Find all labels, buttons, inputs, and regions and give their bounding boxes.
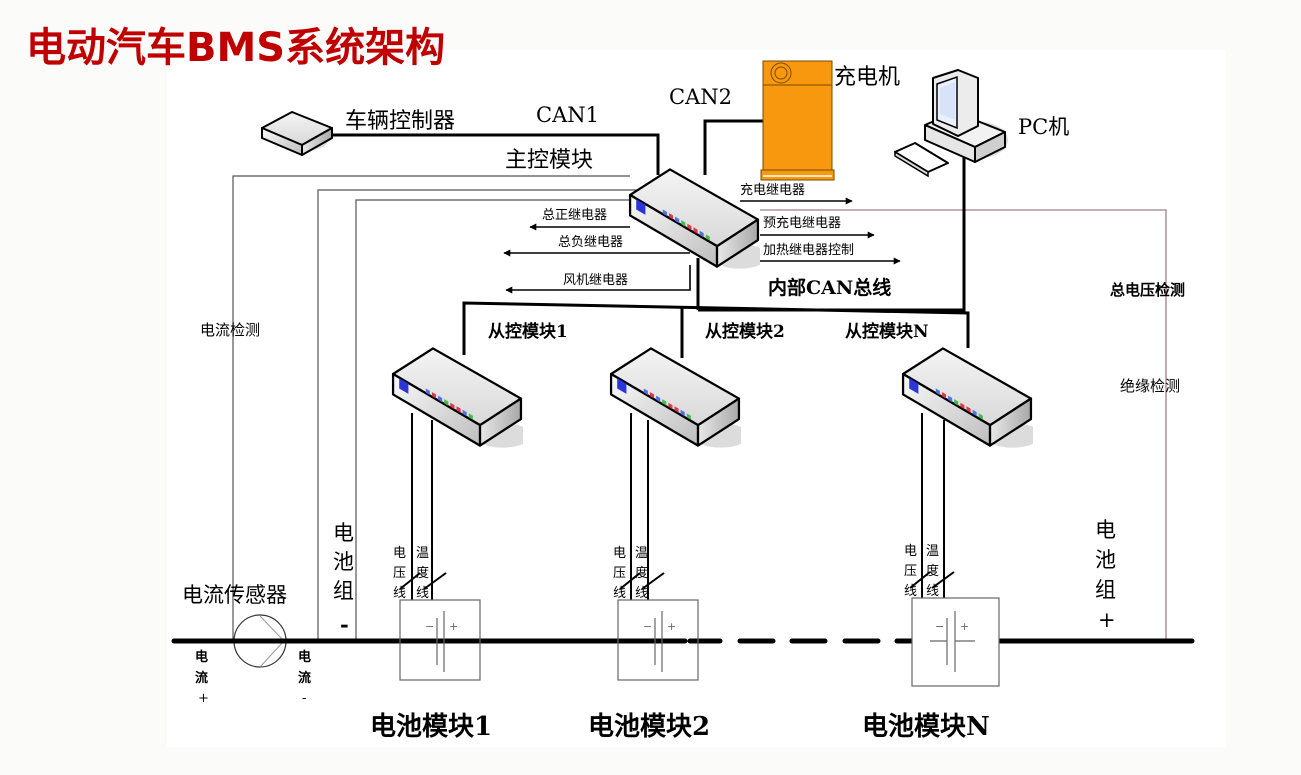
voltage-line-label-1: 电 压 线	[393, 546, 406, 601]
svg-text:线: 线	[416, 586, 429, 601]
battery-module-1-label: 电池模块1	[370, 712, 492, 742]
svg-text:电: 电	[333, 521, 354, 545]
svg-text:组: 组	[333, 579, 354, 603]
svg-text:电: 电	[1095, 518, 1116, 542]
current-minus-label: 电 流 -	[298, 649, 311, 706]
relay-label-total-positive: 总正继电器	[542, 208, 607, 223]
svg-text:压: 压	[613, 566, 626, 581]
pc-label: PC机	[1018, 115, 1069, 139]
svg-text:电: 电	[904, 544, 917, 559]
page-title: 电动汽车BMS系统架构	[26, 25, 446, 71]
svg-text:温: 温	[416, 546, 429, 561]
svg-text:线: 线	[904, 584, 917, 599]
svg-text:线: 线	[926, 584, 939, 599]
svg-text:线: 线	[635, 586, 648, 601]
relay-label-charge: 充电继电器	[740, 182, 805, 198]
svg-text:-: -	[340, 612, 349, 637]
svg-text:组: 组	[1095, 578, 1116, 602]
svg-text:线: 线	[393, 586, 406, 601]
svg-text:流: 流	[195, 670, 208, 686]
slave-module-n-label: 从控模块N	[845, 321, 929, 342]
cell-minus: −	[935, 620, 944, 633]
relay-arrow-fan	[505, 265, 691, 294]
svg-text:流: 流	[298, 670, 311, 686]
temp-line-label-n: 温 度 线	[926, 544, 939, 599]
charger-icon	[760, 60, 835, 181]
relay-label-heating: 加热继电器控制	[763, 243, 854, 258]
cell-minus: −	[425, 620, 434, 633]
can2-line	[703, 119, 763, 175]
slave-bus	[462, 301, 970, 355]
battery-module-1	[399, 599, 481, 681]
slave-module-1-label: 从控模块1	[488, 321, 568, 342]
can1-label: CAN1	[536, 103, 599, 127]
pack-negative-wire-outer	[317, 189, 640, 640]
svg-text:电: 电	[613, 546, 626, 561]
slave-module-1-icon	[391, 347, 523, 449]
can1-line	[320, 133, 660, 175]
svg-text:池: 池	[333, 550, 354, 574]
total-voltage-detect-label: 总电压检测	[1110, 281, 1185, 299]
slave-module-2-label: 从控模块2	[705, 321, 785, 342]
battery-module-2-label: 电池模块2	[588, 712, 710, 742]
battery-module-2	[617, 599, 699, 681]
internal-can-label: 内部CAN总线	[768, 276, 891, 299]
pack-negative-label: 电 池 组 -	[333, 521, 354, 637]
battery-module-n	[911, 597, 1000, 687]
vehicle-controller-label: 车辆控制器	[345, 109, 455, 134]
battery-module-n-label: 电池模块N	[862, 712, 990, 742]
relay-label-precharge: 预充电继电器	[763, 215, 841, 231]
voltage-line-label-2: 电 压 线	[613, 546, 626, 601]
sensing-wires-left	[232, 175, 645, 640]
temp-line-label-2: 温 度 线	[635, 546, 648, 601]
relay-label-fan: 风机继电器	[563, 273, 628, 288]
current-sensor-label: 电流传感器	[182, 583, 287, 607]
svg-text:池: 池	[1095, 548, 1116, 572]
cell-plus: +	[449, 620, 458, 633]
svg-text:电: 电	[195, 649, 208, 665]
svg-text:度: 度	[416, 565, 429, 581]
slave-module-n-icon	[901, 347, 1033, 449]
svg-text:-: -	[302, 691, 306, 706]
svg-text:温: 温	[635, 546, 648, 561]
insulation-detect-label: 绝缘检测	[1120, 377, 1180, 395]
relay-label-total-negative: 总负继电器	[558, 235, 623, 250]
can2-label: CAN2	[669, 85, 732, 109]
svg-text:+: +	[1098, 608, 1116, 632]
svg-text:+: +	[198, 691, 209, 706]
current-sensor-icon	[174, 614, 290, 668]
cell-polarity-labels: − + − + − +	[425, 620, 969, 633]
vehicle-controller-icon	[261, 111, 333, 156]
current-plus-label: 电 流 +	[195, 649, 209, 706]
svg-text:线: 线	[613, 586, 626, 601]
slave-battery-wires	[399, 413, 955, 600]
voltage-line-label-n: 电 压 线	[904, 544, 917, 599]
current-detect-label: 电流检测	[200, 321, 260, 339]
total-voltage-wire	[760, 209, 1167, 640]
master-module-label: 主控模块	[505, 148, 593, 173]
pack-negative-wire-inner	[355, 199, 645, 640]
pc-icon	[894, 69, 1008, 178]
cell-plus: +	[667, 620, 676, 633]
relay-arrows-left	[503, 223, 691, 294]
current-detect-wire	[232, 175, 630, 640]
sense-line-labels: 电 压 线 温 度 线 电 压 线 温 度 线 电 压 线 温 度 线	[393, 544, 939, 601]
svg-text:电: 电	[298, 649, 311, 665]
svg-text:压: 压	[393, 566, 406, 581]
svg-text:压: 压	[904, 564, 917, 579]
svg-text:电: 电	[393, 546, 406, 561]
temp-line-label-1: 温 度 线	[416, 546, 429, 601]
svg-text:度: 度	[635, 565, 648, 581]
cell-plus: +	[960, 620, 969, 633]
charger-label: 充电机	[834, 65, 900, 90]
relay-arrows-right	[740, 197, 901, 265]
pack-positive-label: 电 池 组 +	[1095, 518, 1116, 632]
svg-text:度: 度	[926, 563, 939, 579]
svg-text:温: 温	[926, 544, 939, 559]
cell-minus: −	[643, 620, 652, 633]
